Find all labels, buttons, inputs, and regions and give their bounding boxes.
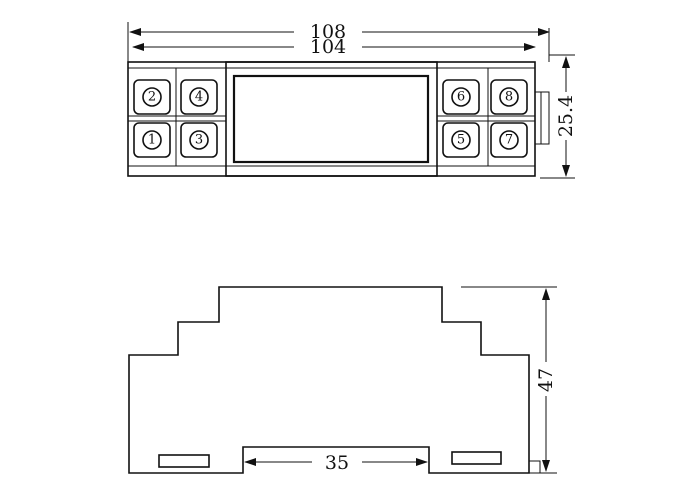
dim-label-25-4: 25.4 <box>555 95 577 137</box>
dimension-overall-width: 108 <box>129 21 550 43</box>
dim-label-47: 47 <box>535 368 557 392</box>
svg-text:2: 2 <box>148 90 156 105</box>
terminal-3: 3 <box>180 122 218 158</box>
display-frame <box>225 61 438 177</box>
dim-label-35: 35 <box>325 452 349 474</box>
dimension-height: 25.4 <box>540 54 577 179</box>
latch-slot-right <box>451 451 502 465</box>
terminal-1: 1 <box>133 122 171 158</box>
latch-slot-left <box>158 454 210 468</box>
top-view: 108 104 <box>127 21 577 179</box>
terminal-8: 8 <box>490 79 528 115</box>
svg-text:8: 8 <box>505 90 513 105</box>
terminal-6: 6 <box>442 79 480 115</box>
display-window <box>232 74 430 164</box>
svg-text:1: 1 <box>148 133 156 148</box>
dim-label-108: 108 <box>310 21 346 43</box>
svg-text:7: 7 <box>505 133 513 148</box>
svg-text:3: 3 <box>195 133 203 148</box>
dim-label-104: 104 <box>310 36 346 58</box>
din-clip <box>534 91 550 145</box>
dimension-inner-width: 104 <box>132 36 536 58</box>
terminal-block-right <box>436 61 536 177</box>
side-view: 35 47 <box>128 286 557 474</box>
svg-text:6: 6 <box>457 90 465 105</box>
side-profile-outline <box>128 286 530 474</box>
terminal-4: 4 <box>180 79 218 115</box>
clip-tab <box>528 460 541 474</box>
dimension-rail-width: 35 <box>244 452 428 474</box>
terminal-7: 7 <box>490 122 528 158</box>
terminal-5: 5 <box>442 122 480 158</box>
terminal-2: 2 <box>133 79 171 115</box>
dimension-side-height: 47 <box>461 286 557 474</box>
terminal-block-left <box>127 61 227 177</box>
housing-outline <box>127 61 536 177</box>
svg-text:4: 4 <box>195 90 203 105</box>
svg-text:5: 5 <box>457 133 465 148</box>
